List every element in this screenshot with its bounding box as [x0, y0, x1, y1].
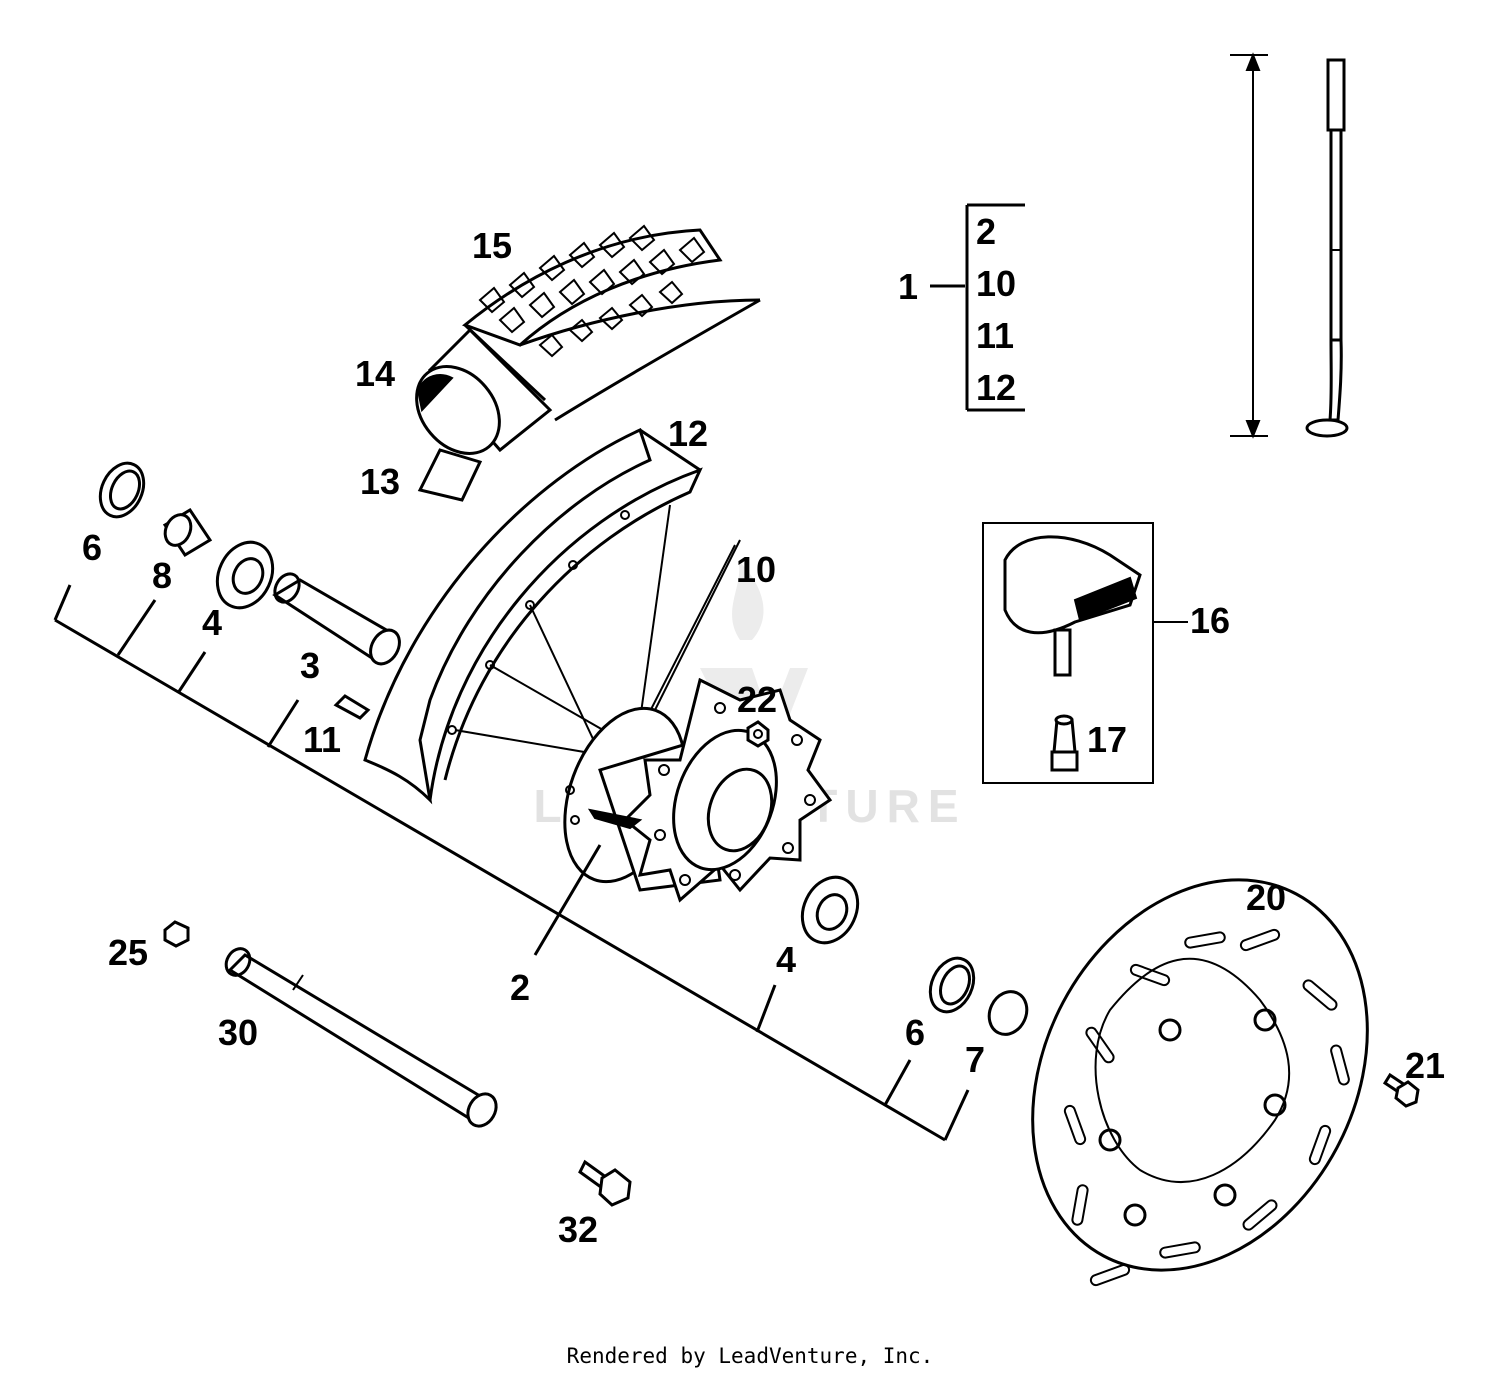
distance-sleeve-drawing — [272, 572, 401, 666]
kit-group: 1 2 10 11 12 — [898, 211, 1016, 408]
callout-spacer-left: 8 — [152, 555, 172, 596]
callout-valve-cap: 17 — [1087, 719, 1127, 760]
bearing-left-drawing — [215, 540, 275, 610]
hub-drawing — [563, 677, 833, 903]
rim-drawing — [363, 427, 703, 805]
credit-text: Rendered by LeadVenture, Inc. — [567, 1344, 934, 1368]
spacer-right-drawing — [987, 990, 1029, 1036]
callout-distance-sleeve: 3 — [300, 645, 320, 686]
spoke-length-diagram — [1230, 52, 1349, 439]
callout-tire: 15 — [472, 225, 512, 266]
plug-drawing — [163, 920, 190, 948]
callout-rim: 12 — [668, 413, 708, 454]
callout-brake-disc: 20 — [1246, 877, 1286, 918]
axle-drawing — [224, 947, 498, 1128]
axle-screw-drawing — [578, 1159, 632, 1207]
kit-member: 10 — [976, 263, 1016, 304]
callout-axle: 30 — [218, 1012, 258, 1053]
leader-lines — [53, 203, 1025, 1142]
kit-member: 2 — [976, 211, 996, 252]
valve-box — [982, 522, 1188, 784]
disc-screw-drawing — [1382, 1072, 1420, 1108]
callout-rim-band: 13 — [360, 461, 400, 502]
callout-plug: 25 — [108, 932, 148, 973]
shaft-seal-left-drawing — [98, 461, 146, 519]
nut-drawing — [746, 720, 770, 748]
callout-labels: 15 14 13 12 10 11 6 8 4 3 2 22 4 6 7 16 … — [82, 225, 1445, 1250]
bearing-right-drawing — [800, 875, 860, 945]
tube-drawing — [415, 327, 553, 455]
tire-drawing — [462, 224, 761, 422]
callout-nipple: 11 — [303, 719, 341, 760]
callout-disc-screw: 21 — [1405, 1045, 1445, 1086]
brake-disc-drawing — [1031, 878, 1369, 1287]
callout-nut: 22 — [737, 679, 777, 720]
callout-valve: 16 — [1190, 600, 1230, 641]
kit-member: 12 — [976, 367, 1016, 408]
callout-tube: 14 — [355, 353, 395, 394]
shaft-seal-right-drawing — [928, 956, 976, 1014]
nipple-drawing — [333, 694, 371, 720]
callout-bearing-right: 4 — [776, 939, 796, 980]
callout-bearing-left: 4 — [202, 602, 222, 643]
callout-hub: 2 — [510, 967, 530, 1008]
spacer-left-drawing — [162, 507, 213, 558]
callout-axle-screw: 32 — [558, 1209, 598, 1250]
callout-shaft-seal-left: 6 — [82, 527, 102, 568]
rim-band-drawing — [417, 448, 483, 502]
kit-member: 11 — [976, 315, 1014, 356]
callout-shaft-seal-right: 6 — [905, 1012, 925, 1053]
callout-spacer-right: 7 — [965, 1039, 985, 1080]
callout-spoke: 10 — [736, 549, 776, 590]
kit-label: 1 — [898, 266, 918, 307]
